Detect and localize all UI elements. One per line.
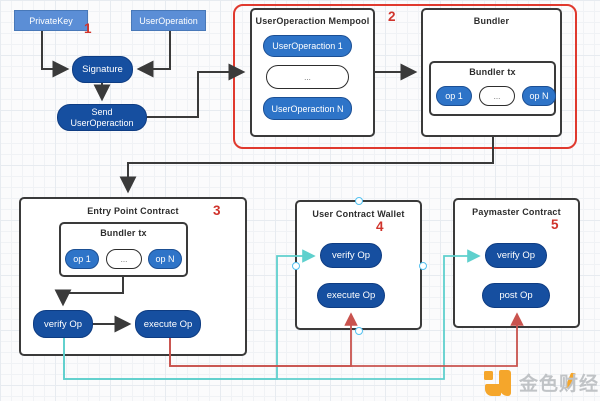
- entry-bundler-tx-title: Bundler tx: [100, 228, 147, 238]
- connection-dot: [355, 327, 363, 335]
- arrow-useroperation-to-signature: [136, 31, 171, 78]
- signature-node: Signature: [72, 56, 133, 83]
- jinse-logo-icon: [484, 369, 512, 396]
- step-4-label: 4: [376, 219, 384, 234]
- send-line1: Send: [91, 106, 113, 117]
- op-1-pill: op 1: [436, 86, 472, 106]
- arrow-send-to-mempool: [147, 63, 246, 118]
- bundler-title: Bundler: [473, 16, 510, 26]
- paymaster-verify-op-pill: verify Op: [485, 243, 547, 268]
- jinse-finance-logo: 金色财经: [484, 369, 599, 396]
- arrow-privatekey-to-signature: [41, 31, 70, 78]
- user-operation-node: UserOperation: [131, 10, 206, 31]
- useroperation-1-pill: UserOperaction 1: [263, 35, 352, 57]
- useroperation-n-pill: UserOperaction N: [263, 97, 352, 120]
- ellipsis-pill: ...: [266, 65, 349, 89]
- jinse-logo-text: 金色财经: [519, 374, 600, 395]
- send-useroperation-node: Send UserOperaction: [57, 104, 147, 131]
- ellipsis-pill: ...: [479, 86, 515, 106]
- connection-dot: [419, 262, 427, 270]
- paymaster-post-op-pill: post Op: [482, 283, 550, 308]
- ellipsis-pill: ...: [106, 249, 142, 269]
- mempool-title: UserOperaction Mempool: [255, 16, 370, 26]
- op-n-pill: op N: [522, 86, 556, 106]
- step-1-label: 1: [84, 21, 92, 36]
- send-line2: UserOperaction: [70, 117, 134, 128]
- step-3-label: 3: [213, 203, 221, 218]
- wallet-execute-op-pill: execute Op: [317, 283, 385, 308]
- op-1-pill: op 1: [65, 249, 99, 269]
- wallet-verify-op-pill: verify Op: [320, 243, 382, 268]
- step-2-label: 2: [388, 9, 396, 24]
- user-wallet-title: User Contract Wallet: [312, 209, 405, 219]
- entry-point-title: Entry Point Contract: [87, 206, 179, 216]
- bundler-tx-title: Bundler tx: [469, 67, 516, 77]
- entry-verify-op-pill: verify Op: [33, 310, 93, 338]
- step-5-label: 5: [551, 217, 559, 232]
- op-n-pill: op N: [148, 249, 182, 269]
- entry-execute-op-pill: execute Op: [135, 310, 201, 338]
- private-key-node: PrivateKey: [14, 10, 88, 31]
- connection-dot: [355, 197, 363, 205]
- paymaster-title: Paymaster Contract: [472, 207, 561, 217]
- connection-dot: [292, 262, 300, 270]
